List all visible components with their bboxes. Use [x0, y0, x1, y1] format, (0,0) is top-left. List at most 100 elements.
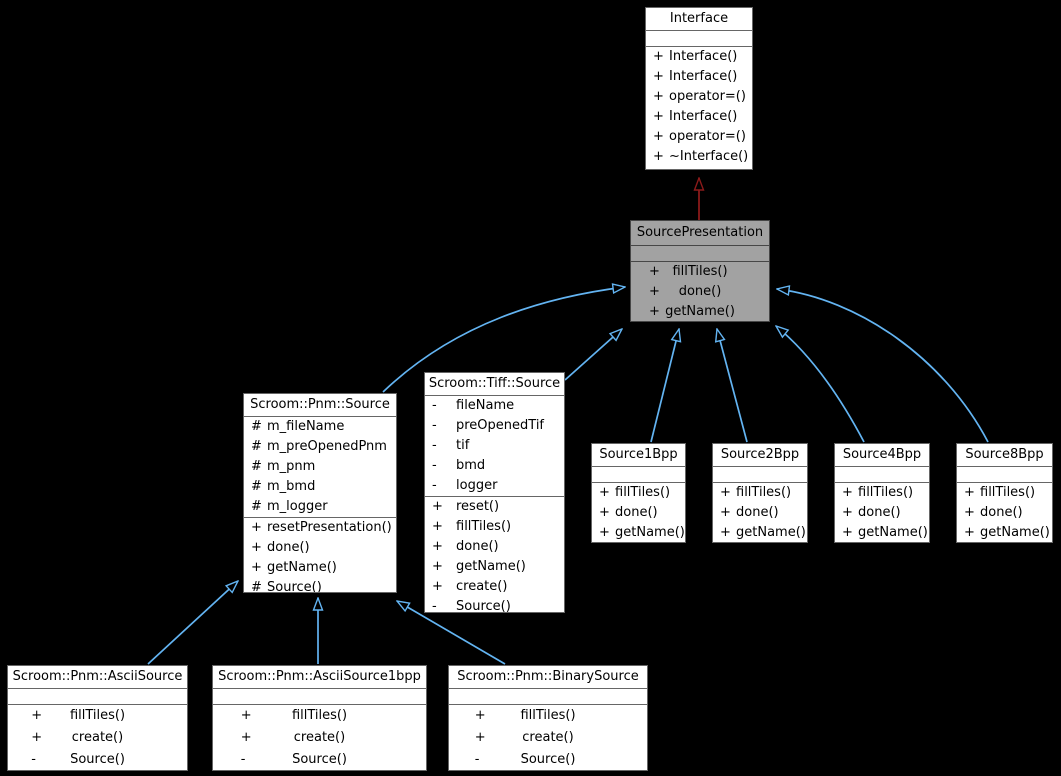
- member-row: +fillTiles(): [599, 485, 671, 500]
- class-title: Source4Bpp: [835, 444, 929, 467]
- methods-section: +resetPresentation() +done() +getName() …: [244, 517, 396, 593]
- member-row: +~Interface(): [653, 149, 749, 164]
- attributes-empty-row: [8, 689, 187, 705]
- member-row: +operator=(): [653, 129, 746, 144]
- member-row: +getName(): [648, 304, 735, 319]
- class-node-sourcepresentation-current[interactable]: SourcePresentation +fillTiles() +done() …: [630, 220, 770, 322]
- member-row: #m_logger: [251, 499, 328, 514]
- member-row: +create(): [432, 579, 508, 594]
- member-row: +fillTiles(): [648, 264, 728, 279]
- member-row: +getName(): [842, 525, 928, 540]
- member-row: #m_fileName: [251, 419, 345, 434]
- class-title: Interface: [646, 8, 752, 31]
- member-row: +getName(): [964, 525, 1050, 540]
- member-row: -Source(): [474, 752, 576, 767]
- attributes-empty-row: [213, 689, 426, 705]
- member-row: -logger: [432, 478, 498, 493]
- member-row: +done(): [720, 505, 779, 520]
- methods-section: +Interface() +Interface() +operator=() +…: [646, 47, 752, 167]
- class-node-pnm-asciisource1bpp[interactable]: Scroom::Pnm::AsciiSource1bpp +fillTiles(…: [212, 665, 427, 771]
- methods-section: +fillTiles() +done() +getName(): [835, 483, 929, 542]
- member-row: +getName(): [720, 525, 806, 540]
- class-title: Scroom::Pnm::AsciiSource1bpp: [213, 666, 426, 689]
- edge-source4bpp-to-sourcepresentation: [776, 326, 865, 443]
- member-row: #m_pnm: [251, 459, 316, 474]
- member-row: +done(): [599, 505, 658, 520]
- attributes-empty-row: [957, 467, 1052, 483]
- fields-section: -fileName -preOpenedTif -tif -bmd -logge…: [425, 396, 564, 496]
- attributes-empty-row: [646, 31, 752, 47]
- member-row: -Source(): [31, 752, 125, 767]
- class-node-pnm-source[interactable]: Scroom::Pnm::Source #m_fileName #m_preOp…: [243, 393, 397, 593]
- member-row: +done(): [842, 505, 901, 520]
- class-title: Source8Bpp: [957, 444, 1052, 467]
- methods-section: +fillTiles() +done() +getName(): [592, 483, 685, 542]
- member-row: -fileName: [432, 398, 515, 413]
- methods-section: +fillTiles() +create() -Source(): [8, 705, 187, 770]
- class-node-source2bpp[interactable]: Source2Bpp +fillTiles() +done() +getName…: [712, 443, 808, 543]
- attributes-empty-row: [631, 246, 769, 262]
- member-row: +done(): [648, 284, 722, 299]
- member-row: +done(): [251, 540, 310, 555]
- member-row: -Source(): [240, 752, 347, 767]
- member-row: +fillTiles(): [720, 485, 792, 500]
- edge-source1bpp-to-sourcepresentation: [650, 329, 679, 443]
- edge-asciisource-to-pnm-source: [147, 581, 238, 665]
- member-row: +reset(): [432, 499, 500, 514]
- member-row: #m_bmd: [251, 479, 316, 494]
- member-row: +getName(): [251, 560, 337, 575]
- member-row: -preOpenedTif: [432, 418, 545, 433]
- attributes-empty-row: [713, 467, 807, 483]
- edge-source2bpp-to-sourcepresentation: [717, 329, 748, 443]
- class-title: Scroom::Tiff::Source: [425, 373, 564, 396]
- class-node-pnm-asciisource[interactable]: Scroom::Pnm::AsciiSource +fillTiles() +c…: [7, 665, 188, 771]
- fields-section: #m_fileName #m_preOpenedPnm #m_pnm #m_bm…: [244, 417, 396, 517]
- class-title: Scroom::Pnm::AsciiSource: [8, 666, 187, 689]
- member-row: +getName(): [599, 525, 685, 540]
- member-row: +fillTiles(): [474, 708, 576, 723]
- class-title: SourcePresentation: [631, 221, 769, 246]
- member-row: +Interface(): [653, 69, 738, 84]
- member-row: +fillTiles(): [31, 708, 126, 723]
- member-row: +fillTiles(): [964, 485, 1036, 500]
- class-node-source4bpp[interactable]: Source4Bpp +fillTiles() +done() +getName…: [834, 443, 930, 543]
- member-row: +getName(): [432, 559, 526, 574]
- class-node-source8bpp[interactable]: Source8Bpp +fillTiles() +done() +getName…: [956, 443, 1053, 543]
- member-row: -bmd: [432, 458, 486, 473]
- class-node-interface[interactable]: Interface +Interface() +Interface() +ope…: [645, 7, 753, 170]
- member-row: -tif: [432, 438, 470, 453]
- edge-tiff-source-to-sourcepresentation: [564, 329, 622, 381]
- member-row: +create(): [31, 730, 124, 745]
- attributes-empty-row: [449, 689, 647, 705]
- methods-section: +fillTiles() +done() +getName(): [957, 483, 1052, 542]
- edge-source8bpp-to-sourcepresentation: [777, 289, 989, 443]
- member-row: +create(): [474, 730, 574, 745]
- methods-section: +fillTiles() +create() -Source(): [213, 705, 426, 770]
- member-row: +fillTiles(): [842, 485, 914, 500]
- member-row: +resetPresentation(): [251, 520, 392, 535]
- member-row: +create(): [240, 730, 346, 745]
- member-row: -Source(): [432, 599, 511, 613]
- member-row: #Source(): [251, 580, 322, 593]
- member-row: +fillTiles(): [432, 519, 512, 534]
- class-node-source1bpp[interactable]: Source1Bpp +fillTiles() +done() +getName…: [591, 443, 686, 543]
- member-row: +fillTiles(): [240, 708, 348, 723]
- class-node-pnm-binarysource[interactable]: Scroom::Pnm::BinarySource +fillTiles() +…: [448, 665, 648, 771]
- class-title: Source1Bpp: [592, 444, 685, 467]
- class-title: Scroom::Pnm::Source: [244, 394, 396, 417]
- member-row: +operator=(): [653, 89, 746, 104]
- methods-section: +fillTiles() +create() -Source(): [449, 705, 647, 770]
- attributes-empty-row: [592, 467, 685, 483]
- methods-section: +fillTiles() +done() +getName(): [713, 483, 807, 542]
- class-title: Source2Bpp: [713, 444, 807, 467]
- member-row: +Interface(): [653, 109, 738, 124]
- member-row: #m_preOpenedPnm: [251, 439, 387, 454]
- class-node-tiff-source[interactable]: Scroom::Tiff::Source -fileName -preOpene…: [424, 372, 565, 613]
- methods-section: +reset() +fillTiles() +done() +getName()…: [425, 496, 564, 613]
- class-title: Scroom::Pnm::BinarySource: [449, 666, 647, 689]
- member-row: +done(): [432, 539, 499, 554]
- attributes-empty-row: [835, 467, 929, 483]
- member-row: +done(): [964, 505, 1023, 520]
- methods-section: +fillTiles() +done() +getName(): [631, 262, 769, 321]
- member-row: +Interface(): [653, 49, 738, 64]
